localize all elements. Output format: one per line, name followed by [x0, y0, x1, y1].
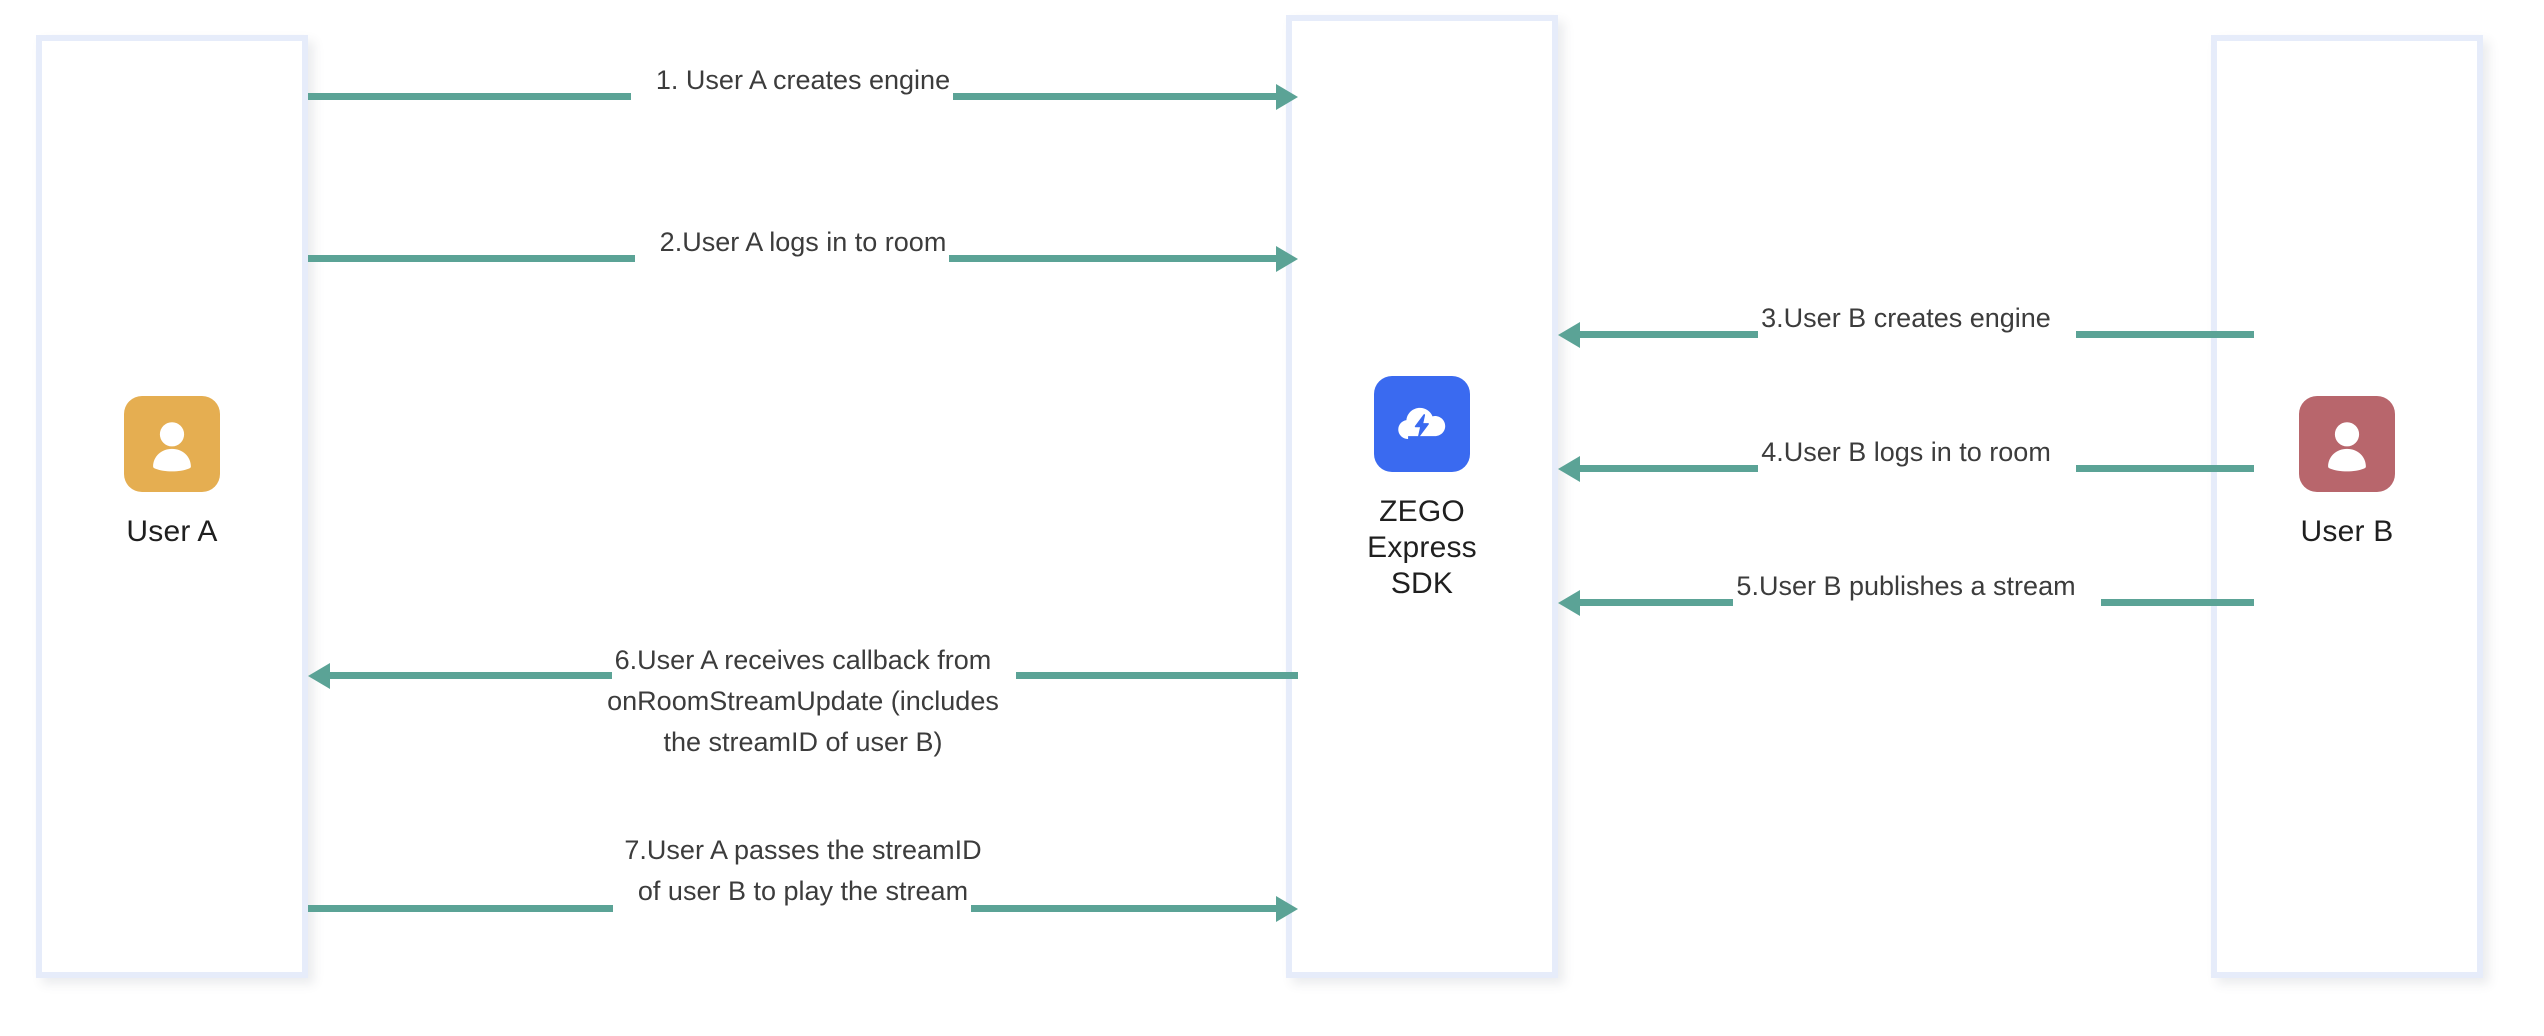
message-2-label: 2.User A logs in to room — [659, 226, 947, 257]
message-1: 1. User A creates engine 1. User A creat… — [308, 58, 1298, 110]
arrow-head-left-icon — [1558, 455, 1580, 482]
message-3-label: 3.User B creates engine — [1761, 302, 2051, 333]
arrow-shaft — [1580, 331, 1759, 338]
arrow-head-right-icon — [1276, 245, 1299, 272]
person-avatar-icon — [141, 413, 203, 475]
arrow-shaft — [330, 672, 612, 679]
avatar-user-b — [2299, 396, 2395, 492]
message-5-label: 5.User B publishes a stream — [1736, 570, 2076, 601]
arrow-shaft — [1580, 599, 1734, 606]
arrow-shaft — [2100, 599, 2254, 606]
actor-label-user-a: User A — [126, 515, 218, 548]
actor-label-user-b: User B — [2300, 515, 2394, 548]
arrow-shaft — [1580, 465, 1759, 472]
arrow-shaft — [949, 255, 1277, 262]
actor-zego-express-sdk: ZEGO Express SDK — [1286, 376, 1558, 602]
actor-user-b: User B — [2211, 396, 2483, 550]
arrow-head-right-icon — [1276, 83, 1298, 110]
message-4: 4.User B logs in to room 4.User B logs i… — [1558, 430, 2254, 482]
arrow-shaft — [308, 255, 635, 262]
message-6-label: 6.User A receives callback from onRoomSt… — [607, 644, 999, 757]
person-avatar-icon — [2316, 413, 2378, 475]
message-2: 2.User A logs in to room 2.User A logs i… — [308, 220, 1299, 272]
message-3: 3.User B creates engine 3.User B creates… — [1558, 296, 2255, 348]
arrow-shaft — [2075, 331, 2255, 338]
lifeline-user-b — [2211, 35, 2483, 978]
arrow-head-left-icon — [308, 662, 330, 689]
zego-cloud-bolt-icon — [1389, 391, 1455, 457]
actor-user-a: User A — [36, 396, 308, 550]
arrow-shaft — [2075, 465, 2254, 472]
message-5: 5.User B publishes a stream 5.User B pub… — [1558, 564, 2254, 616]
arrow-shaft — [971, 905, 1277, 912]
arrow-head-left-icon — [1558, 321, 1580, 348]
lifeline-zego-express-sdk — [1286, 15, 1558, 978]
actor-label-zego: ZEGO Express SDK — [1367, 495, 1477, 600]
arrow-head-left-icon — [1558, 589, 1580, 616]
message-6: 6.User A receives callback from 6.User A… — [308, 638, 1298, 764]
message-7-label: 7.User A passes the streamID of user B t… — [624, 835, 982, 906]
message-4-label: 4.User B logs in to room — [1761, 436, 2051, 467]
arrow-shaft — [308, 93, 631, 100]
avatar-user-a — [124, 396, 220, 492]
message-1-label: 1. User A creates engine — [655, 64, 951, 95]
arrow-head-right-icon — [1276, 895, 1299, 922]
arrow-shaft — [308, 905, 613, 912]
arrow-shaft — [953, 93, 1276, 100]
message-7: of user B to play the stream 7.User A pa… — [308, 828, 1299, 922]
arrow-shaft — [1016, 672, 1298, 679]
avatar-zego — [1374, 376, 1470, 472]
lifeline-user-a — [36, 35, 308, 978]
